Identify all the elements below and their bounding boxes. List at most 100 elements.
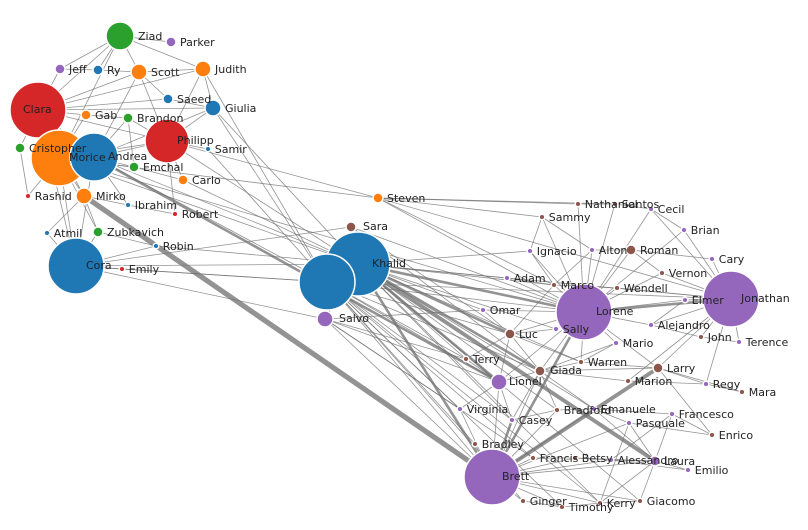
node-samir[interactable] <box>204 145 212 153</box>
node-alessandro[interactable] <box>607 456 615 464</box>
node-cecil[interactable] <box>647 205 655 213</box>
edge-francesco-alessandro <box>610 413 673 461</box>
node-zubkavich[interactable] <box>92 226 104 238</box>
node-steven[interactable] <box>372 192 384 204</box>
node-label-sara: Sara <box>363 220 388 233</box>
node-mirko[interactable] <box>75 187 93 205</box>
node-label-nathaniel: Nathaniel <box>585 198 638 211</box>
node-francesco[interactable] <box>668 410 676 418</box>
node-terry[interactable] <box>462 355 470 363</box>
edge-luc-marco <box>509 284 555 335</box>
node-parker[interactable] <box>165 36 177 48</box>
node-betsy[interactable] <box>571 454 579 462</box>
edge-k2-lionel <box>326 281 500 383</box>
node-label-giacomo: Giacomo <box>647 495 696 508</box>
node-john[interactable] <box>697 333 705 341</box>
node-bradford[interactable] <box>553 406 561 414</box>
node-label-marco: Marco <box>561 279 595 292</box>
node-casey[interactable] <box>508 416 516 424</box>
node-mara[interactable] <box>738 388 746 396</box>
node-ry[interactable] <box>92 64 104 76</box>
node-judith[interactable] <box>194 60 212 78</box>
node-robert[interactable] <box>171 210 179 218</box>
node-brandon[interactable] <box>122 112 134 124</box>
node-virginia[interactable] <box>456 405 464 413</box>
node-ignacio[interactable] <box>526 247 534 255</box>
edge-marco-ignacio <box>529 250 555 286</box>
node-nathaniel[interactable] <box>574 200 582 208</box>
node-emanuele[interactable] <box>590 405 598 413</box>
node-alton[interactable] <box>588 246 596 254</box>
node-ginger[interactable] <box>519 497 527 505</box>
node-regy[interactable] <box>702 380 710 388</box>
node-roman[interactable] <box>625 244 637 256</box>
node-bradley[interactable] <box>471 440 479 448</box>
node-marion[interactable] <box>624 377 632 385</box>
node-mario[interactable] <box>612 339 620 347</box>
node-larry[interactable] <box>652 362 664 374</box>
node-sally[interactable] <box>552 325 560 333</box>
node-santos[interactable] <box>611 200 619 208</box>
node-giacomo[interactable] <box>636 497 644 505</box>
node-clara[interactable] <box>9 81 67 139</box>
node-laura[interactable] <box>649 455 661 467</box>
node-scott[interactable] <box>130 63 148 81</box>
node-jonathan[interactable] <box>702 270 760 328</box>
node-terence[interactable] <box>735 338 743 346</box>
node-philipp[interactable] <box>144 118 190 164</box>
node-wendell[interactable] <box>613 284 621 292</box>
edge-betsy-alessandro <box>574 457 612 461</box>
node-kerry[interactable] <box>596 499 604 507</box>
node-carlo[interactable] <box>177 174 189 186</box>
edge-casey-bradford <box>511 409 558 421</box>
node-elmer[interactable] <box>681 296 689 304</box>
node-marco[interactable] <box>550 281 558 289</box>
node-brett[interactable] <box>463 448 521 506</box>
node-emchal[interactable] <box>128 161 140 173</box>
node-lionel[interactable] <box>490 373 508 391</box>
node-label-atmil: Atmil <box>54 227 82 240</box>
node-sara[interactable] <box>345 221 357 233</box>
node-adam[interactable] <box>503 274 511 282</box>
node-giulia[interactable] <box>204 99 222 117</box>
node-warren[interactable] <box>577 358 585 366</box>
node-atmil[interactable] <box>43 229 51 237</box>
node-robin[interactable] <box>152 242 160 250</box>
node-label-ginger: Ginger <box>530 495 567 508</box>
node-gab[interactable] <box>80 109 92 121</box>
node-ibrahim[interactable] <box>124 201 132 209</box>
node-cary[interactable] <box>708 255 716 263</box>
node-alejandro[interactable] <box>647 321 655 329</box>
node-emilio[interactable] <box>684 466 692 474</box>
node-salvo[interactable] <box>316 310 334 328</box>
node-jeff[interactable] <box>54 63 66 75</box>
node-luc[interactable] <box>504 328 516 340</box>
node-label-mirko: Mirko <box>96 190 126 203</box>
edge-ziad-judith <box>119 35 204 70</box>
node-giada[interactable] <box>534 365 546 377</box>
node-francis[interactable] <box>529 454 537 462</box>
node-cora[interactable] <box>47 237 105 295</box>
node-timothy[interactable] <box>558 503 566 511</box>
node-ziad[interactable] <box>105 21 135 51</box>
node-label-elmer: Elmer <box>692 294 724 307</box>
node-k2[interactable] <box>298 253 356 311</box>
node-saeed[interactable] <box>162 93 174 105</box>
node-pasquale[interactable] <box>625 419 633 427</box>
node-sammy[interactable] <box>538 213 546 221</box>
node-omar[interactable] <box>479 306 487 314</box>
node-label-jonathan: Jonathan <box>740 292 790 305</box>
node-label-rashid: Rashid <box>35 190 72 203</box>
node-label-bradford: Bradford <box>564 404 612 417</box>
node-vernon[interactable] <box>658 269 666 277</box>
node-label-zubkavich: Zubkavich <box>107 226 164 239</box>
edge-giada-emanuele <box>539 370 595 410</box>
node-emily[interactable] <box>118 265 126 273</box>
node-lorene[interactable] <box>555 283 613 341</box>
node-andrea[interactable] <box>69 132 119 182</box>
node-enrico[interactable] <box>708 431 716 439</box>
node-cristopher[interactable] <box>14 142 26 154</box>
node-brian[interactable] <box>680 226 688 234</box>
node-rashid[interactable] <box>24 192 32 200</box>
edge-roman-vernon <box>630 249 663 274</box>
